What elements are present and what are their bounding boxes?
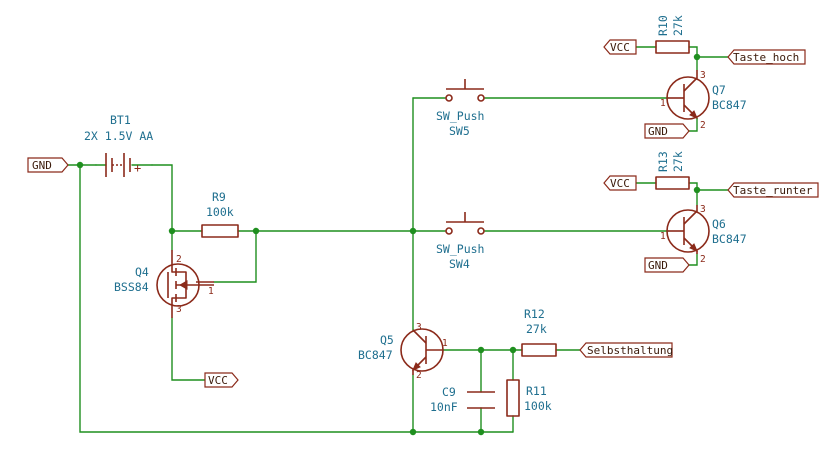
capacitor-c9	[467, 391, 495, 409]
q6-ref: Q6	[712, 217, 726, 231]
r13-value: 27k	[671, 151, 685, 172]
q7-pin1: 1	[660, 98, 666, 109]
r11-ref: R11	[526, 384, 547, 398]
junction-c9	[477, 346, 485, 354]
resistor-r11	[506, 379, 520, 417]
q6-pin1: 1	[660, 231, 666, 242]
r12-ref: R12	[524, 307, 545, 321]
label-vcc-r10: VCC	[603, 39, 637, 55]
r13-ref: R13	[656, 151, 670, 172]
wire-gnd-q6	[688, 253, 698, 266]
bt1-value: 2X 1.5V AA	[84, 129, 153, 143]
q6-pin2: 2	[700, 254, 706, 265]
q7-pin3: 3	[700, 70, 706, 81]
junction-r9	[252, 227, 260, 235]
label-taste-hoch-text: Taste_hoch	[733, 51, 799, 64]
label-vcc-r13-text: VCC	[610, 177, 630, 190]
r9-value: 100k	[206, 205, 234, 219]
junction-q7	[693, 53, 701, 61]
q6-pin3: 3	[700, 204, 706, 215]
q5-pin3: 3	[416, 322, 422, 333]
q5-value: BC847	[358, 348, 393, 362]
q5-ref: Q5	[380, 333, 394, 347]
junction-gnd-q5	[409, 428, 417, 436]
switch-sw4	[445, 212, 485, 235]
wires	[67, 46, 729, 433]
junctions	[76, 53, 701, 436]
sw4-ref: SW4	[449, 257, 470, 271]
sw4-value: SW_Push	[436, 242, 484, 256]
wire-r10-q7	[688, 46, 698, 71]
q4-pin1: 1	[208, 286, 214, 297]
resistor-r9	[201, 224, 239, 238]
label-selbsthaltung-text: Selbsthaltung	[587, 344, 673, 357]
r9-ref: R9	[212, 190, 226, 204]
label-gnd-q7: GND	[644, 123, 690, 139]
label-vcc-q4: VCC	[204, 372, 239, 388]
q4-pin3: 3	[176, 304, 182, 315]
q7-ref: Q7	[712, 83, 726, 97]
q4-pin2: 2	[176, 254, 182, 265]
label-taste-runter-text: Taste_runter	[733, 184, 813, 197]
resistor-r12	[521, 343, 557, 357]
q7-pin2: 2	[700, 120, 706, 131]
battery-plus-sign: +	[134, 161, 141, 175]
label-taste-runter: Taste_runter	[727, 182, 819, 198]
wire-q4-gate	[213, 230, 257, 283]
transistor-q7	[666, 70, 710, 120]
switch-sw5	[445, 79, 485, 102]
label-gnd-left: GND	[27, 157, 69, 173]
label-vcc-q4-text: VCC	[208, 374, 228, 387]
label-taste-hoch: Taste_hoch	[727, 49, 806, 65]
resistor-r10	[655, 40, 690, 54]
sw5-ref: SW5	[449, 124, 470, 138]
label-vcc-r13: VCC	[603, 175, 637, 191]
q5-pin1: 1	[442, 338, 448, 349]
r10-value: 27k	[671, 15, 685, 36]
battery-bt1: +	[95, 153, 153, 177]
label-gnd-left-text: GND	[32, 159, 52, 172]
wire-gnd-q7	[688, 117, 698, 132]
junction-q4-source	[168, 227, 176, 235]
transistor-q6	[666, 205, 710, 254]
c9-value: 10nF	[430, 400, 458, 414]
label-gnd-q7-text: GND	[648, 125, 668, 138]
label-gnd-q6: GND	[644, 257, 690, 273]
junction-gnd	[76, 161, 84, 169]
r11-value: 100k	[524, 399, 552, 413]
junction-main	[409, 227, 417, 235]
wire-bat-q4	[151, 164, 173, 251]
junction-r11	[509, 346, 517, 354]
r10-ref: R10	[656, 15, 670, 36]
bt1-ref: BT1	[110, 113, 131, 127]
wire-gnd-bottom	[79, 164, 514, 433]
wire-q4-vcc	[171, 317, 206, 381]
q4-ref: Q4	[135, 265, 149, 279]
label-gnd-q6-text: GND	[648, 259, 668, 272]
q4-value: BSS84	[114, 280, 149, 294]
mosfet-q4	[156, 250, 214, 318]
sw5-value: SW_Push	[436, 109, 484, 123]
q5-pin2: 2	[416, 370, 422, 381]
q6-value: BC847	[712, 232, 747, 246]
junction-gnd-c9	[477, 428, 485, 436]
junction-q6	[693, 186, 701, 194]
label-vcc-r10-text: VCC	[610, 41, 630, 54]
r12-value: 27k	[526, 322, 547, 336]
q7-value: BC847	[712, 98, 747, 112]
resistor-r13	[655, 176, 690, 190]
c9-ref: C9	[442, 385, 456, 399]
wire-r13-q6	[688, 182, 698, 206]
label-selbsthaltung: Selbsthaltung	[579, 342, 673, 358]
transistor-q5	[400, 328, 444, 375]
